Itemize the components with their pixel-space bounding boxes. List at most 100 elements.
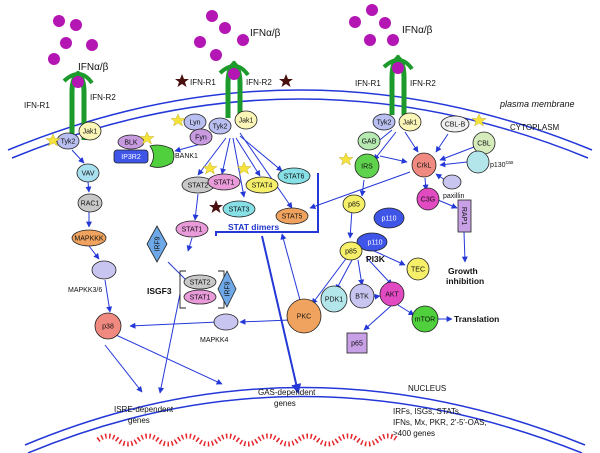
cytoplasm-label: CYTOPLASM (510, 123, 560, 132)
node-p38: p38 (94, 312, 122, 340)
ifn-ligands-left (48, 15, 98, 65)
svg-text:STAT1: STAT1 (182, 227, 203, 234)
svg-text:Jak1: Jak1 (403, 120, 418, 127)
node-mapkk4 (213, 313, 239, 331)
gas-genes-label-1: GAS-dependent (258, 388, 316, 397)
svg-text:BTK: BTK (355, 294, 369, 301)
gas-genes-label-2: genes (274, 399, 296, 408)
plasma-membrane-label: plasma membrane (499, 99, 575, 109)
nuclear-membrane (24, 386, 586, 453)
node-c3g: C3G (416, 187, 440, 211)
gene-list-line-2: IFNs, Mx, PKR, 2'-5'-OAS, (393, 418, 487, 427)
node-tyk2-left: Tyk2 (56, 132, 80, 150)
svg-text:Lyn: Lyn (189, 120, 200, 127)
svg-text:STAT1: STAT1 (214, 180, 235, 187)
node-stat1-b: STAT1 (175, 220, 209, 238)
svg-text:CrkL: CrkL (417, 163, 432, 170)
dark-star-icons (175, 74, 293, 213)
ifn-ligands-right (349, 4, 399, 46)
node-pdk1: PDK1 (320, 285, 348, 313)
stat-dimers-label: STAT dimers (228, 222, 279, 232)
svg-text:Tyk2: Tyk2 (377, 120, 392, 127)
node-jak1-right: Jak1 (398, 112, 422, 132)
node-p110-b: p110 (356, 232, 388, 252)
mapkk36-label: MAPKK3/6 (68, 287, 102, 294)
svg-text:STAT1: STAT1 (190, 295, 211, 302)
svg-text:STAT3: STAT3 (229, 207, 250, 214)
svg-text:VAV: VAV (82, 171, 95, 178)
gene-list-line-3: >400 genes (393, 429, 435, 438)
node-lyn: Lyn (183, 113, 207, 131)
svg-text:AKT: AKT (385, 292, 399, 299)
node-bank1 (149, 144, 175, 168)
svg-text:IRS: IRS (361, 164, 373, 171)
node-irs: IRS (354, 153, 380, 179)
node-stat1-isgf3: STAT1 (183, 289, 217, 305)
isgf3-label: ISGF3 (147, 286, 172, 296)
node-mtor: mTOR (411, 305, 439, 333)
svg-text:IRF9: IRF9 (225, 281, 232, 296)
node-stat5: STAT5 (275, 207, 309, 225)
svg-text:p110: p110 (367, 240, 382, 247)
ligand-bound-middle (228, 68, 240, 80)
node-ip3r2: IP3R2 (113, 149, 149, 164)
node-cbl: CBL (472, 131, 496, 155)
svg-text:Jak1: Jak1 (83, 129, 98, 136)
svg-text:STAT6: STAT6 (284, 174, 305, 181)
svg-text:IP3R2: IP3R2 (121, 154, 141, 161)
svg-text:MAPKKK: MAPKKK (74, 236, 104, 243)
node-pkc: PKC (286, 298, 322, 334)
node-stat2-isgf3: STAT2 (183, 274, 217, 290)
node-p130cas (466, 150, 490, 174)
ifn-label-right: IFNα/β (402, 25, 433, 36)
node-rac1: RAC1 (77, 193, 103, 213)
svg-text:STAT2: STAT2 (190, 280, 211, 287)
bank1-label: BANK1 (175, 153, 198, 160)
svg-text:CBL-B: CBL-B (445, 122, 466, 129)
pi3k-label: PI3K (366, 254, 386, 264)
svg-text:TEC: TEC (411, 267, 425, 274)
growth-inhibition-label-2: inhibition (446, 276, 484, 286)
ifn-label-left: IFNα/β (78, 62, 109, 73)
paxillin-label: paxillin (443, 193, 465, 200)
yellow-star-icons (45, 113, 487, 175)
svg-text:mTOR: mTOR (415, 317, 435, 324)
ifn-r2-label-right: IFN-R2 (410, 79, 436, 88)
svg-text:p65: p65 (351, 341, 363, 348)
node-jak1-left: Jak1 (78, 121, 102, 141)
node-blk: BLK (117, 134, 145, 150)
svg-text:STAT5: STAT5 (282, 214, 303, 221)
svg-text:p110: p110 (381, 216, 396, 223)
svg-text:PDK1: PDK1 (325, 297, 343, 304)
node-btk: BTK (349, 283, 375, 309)
svg-text:p38: p38 (102, 324, 114, 331)
ifn-r1-label-left: IFN-R1 (24, 101, 50, 110)
node-rap1: RAP1 (457, 199, 472, 233)
nucleus-label: NUCLEUS (408, 384, 446, 393)
node-p65: p65 (346, 332, 368, 354)
node-tyk2-right: Tyk2 (372, 113, 396, 131)
node-stat1-a: STAT1 (207, 173, 241, 191)
svg-text:p85: p85 (348, 202, 360, 209)
svg-text:Tyk2: Tyk2 (213, 124, 228, 131)
svg-text:BLK: BLK (124, 140, 138, 147)
ifn-r1-label-right: IFN-R1 (355, 79, 381, 88)
node-gab: GAB (357, 131, 381, 151)
svg-text:CBL: CBL (477, 141, 491, 148)
growth-inhibition-label-1: Growth (448, 266, 478, 276)
node-p85-a: p85 (342, 194, 366, 214)
node-stat4: STAT4 (245, 176, 279, 194)
svg-text:RAC1: RAC1 (81, 201, 100, 208)
svg-text:STAT2: STAT2 (188, 183, 209, 190)
node-paxillin (442, 174, 462, 190)
svg-text:STAT4: STAT4 (252, 183, 273, 190)
node-tyk2-middle: Tyk2 (208, 117, 232, 135)
svg-text:Tyk2: Tyk2 (61, 139, 76, 146)
node-crkl: CrkL (411, 152, 437, 178)
node-cblb: CBL-B (440, 115, 470, 133)
ifn-r2-label-middle: IFN-R2 (246, 78, 272, 87)
svg-text:Fyn: Fyn (195, 135, 207, 142)
node-stat6: STAT6 (277, 167, 311, 185)
ligand-bound-left (72, 76, 84, 88)
svg-text:PKC: PKC (297, 314, 311, 321)
